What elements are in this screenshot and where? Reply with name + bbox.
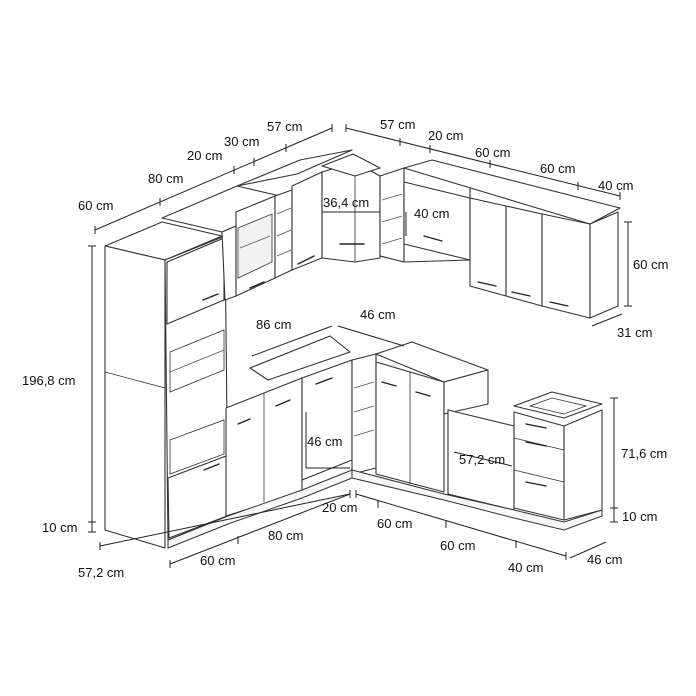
tall-cabinet [104,221,229,549]
dim-wall-depth: 31 cm [617,325,652,340]
dim-top-right-57: 57 cm [380,117,415,132]
dim-bottom-left-57-2: 57,2 cm [78,565,124,580]
glass-door [237,213,273,279]
dimension-labels: 60 cm 80 cm 20 cm 30 cm 57 cm 57 cm 20 c… [22,117,668,580]
dim-wall-height: 60 cm [633,257,668,272]
dim-base-depth: 46 cm [587,552,622,567]
dim-bottom-left-80: 80 cm [268,528,303,543]
dim-top-left-57: 57 cm [267,119,302,134]
base-cabinets-left [167,335,353,549]
dim-bottom-right-20: 20 cm [322,500,357,515]
dim-bottom-right-60a: 60 cm [377,516,412,531]
tall-oven-niche [169,419,225,475]
tall-upper-handle [202,293,219,301]
tall-lower-handle [203,463,220,471]
tall-microwave-niche [169,329,225,393]
dim-top-right-20: 20 cm [428,128,463,143]
dim-plinth-right: 10 cm [622,509,657,524]
dim-base-top-left: 86 cm [256,317,291,332]
dim-bottom-right-60b: 60 cm [440,538,475,553]
dim-plinth-left: 10 cm [42,520,77,535]
dimension-lines [88,124,632,568]
wall-open-shelf [274,189,293,279]
tall-cabinet-side [104,245,166,549]
dim-base-height: 71,6 cm [621,446,667,461]
wall-right-handle [423,235,443,242]
wall-cabinets-left [161,149,353,301]
drawer-cabinet [513,411,565,521]
dim-top-left-20: 20 cm [187,148,222,163]
tall-upper-door [166,237,225,325]
dim-bottom-right-40: 40 cm [508,560,543,575]
base-cabinets-right [351,341,603,531]
dim-base-corner-inner: 46 cm [307,434,342,449]
dim-top-right-60b: 60 cm [540,161,575,176]
wall-cabinets-right [379,159,621,319]
dim-base-top-right: 46 cm [360,307,395,322]
dim-top-left-30: 30 cm [224,134,259,149]
dim-wall-corner-inner: 36,4 cm [323,195,369,210]
dim-top-right-40: 40 cm [598,178,633,193]
base-corner-cabinet [301,359,353,481]
dim-bottom-left-60: 60 cm [200,553,235,568]
dim-top-left-60: 60 cm [78,198,113,213]
dim-top-left-80: 80 cm [148,171,183,186]
dim-top-right-60a: 60 cm [475,145,510,160]
wall-glass-cabinet [221,225,237,301]
dim-base-right-inner: 57,2 cm [459,452,505,467]
dim-wall-right-inner: 40 cm [414,206,449,221]
wall-cabinet-57 [291,171,323,271]
dim-tall-height: 196,8 cm [22,373,75,388]
